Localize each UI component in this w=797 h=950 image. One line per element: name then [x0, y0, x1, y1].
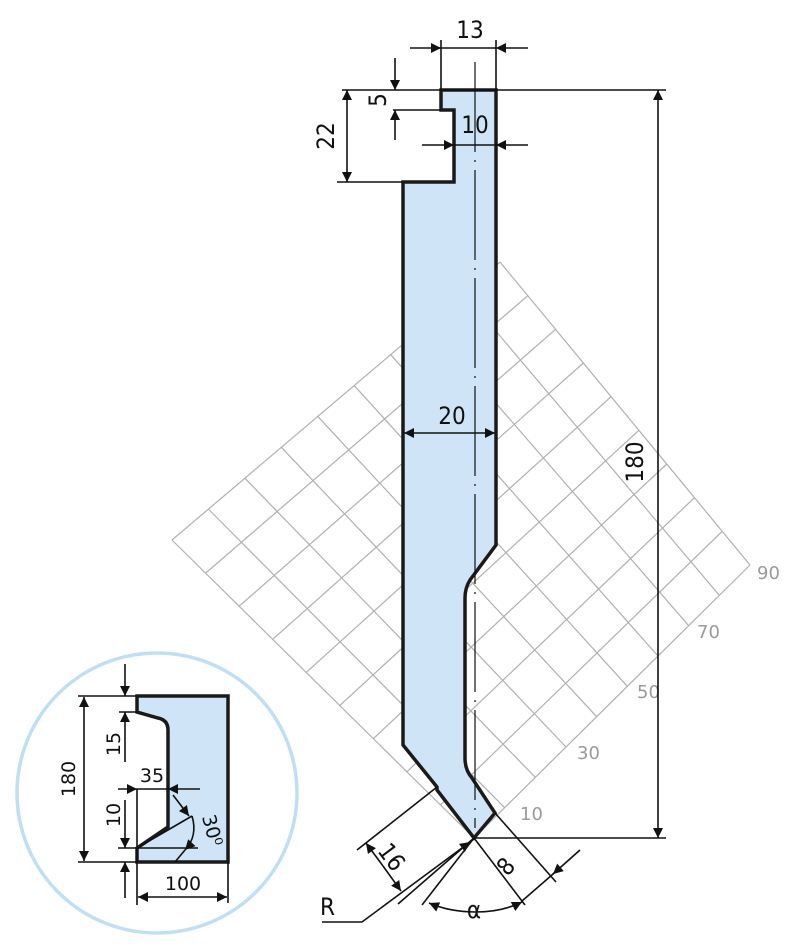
inset-detail: 180 15 35 10 30⁰ 100	[15, 651, 299, 935]
dim-top-width: 13	[410, 16, 528, 90]
svg-text:α: α	[467, 896, 481, 924]
dim-total-height: 180	[474, 90, 666, 839]
grid-line	[238, 328, 556, 607]
svg-text:16: 16	[372, 838, 411, 877]
grid-label-10: 10	[520, 804, 543, 825]
scale-grid	[171, 261, 751, 839]
dim-tip-width: 8	[491, 812, 581, 902]
inset-dim-depth: 35	[140, 765, 164, 787]
grid-label-90: 90	[757, 563, 780, 584]
grid-label-70: 70	[697, 622, 720, 643]
inset-dim-width: 100	[165, 873, 201, 895]
grid-line	[244, 477, 536, 778]
grid-line	[440, 530, 723, 806]
grid-label-50: 50	[637, 682, 660, 703]
svg-text:180: 180	[621, 441, 649, 482]
grid-label-30: 30	[577, 743, 600, 764]
svg-text:22: 22	[312, 122, 340, 149]
dim-body-width: 20	[404, 402, 495, 438]
grid-line	[473, 564, 751, 839]
svg-text:5: 5	[364, 93, 392, 107]
dim-tang-height: 22	[312, 90, 403, 183]
inset-dim-height: 180	[58, 761, 80, 797]
dim-tang-width: 10	[422, 111, 528, 150]
dim-angle: α	[421, 837, 526, 924]
svg-text:10: 10	[461, 111, 488, 139]
svg-text:13: 13	[456, 16, 483, 44]
inset-dim-top-offset: 15	[103, 732, 125, 756]
grid-line	[499, 261, 751, 566]
svg-text:20: 20	[438, 402, 465, 430]
dim-radius: R	[320, 841, 471, 923]
grid-line	[463, 292, 720, 596]
svg-text:8: 8	[491, 852, 521, 881]
grid-line	[171, 539, 475, 839]
dim-step-height: 5	[364, 58, 441, 140]
grid-line	[339, 429, 640, 706]
svg-text:R: R	[320, 893, 335, 921]
punch-profile	[401, 88, 498, 841]
inset-dim-bottom-offset: 10	[103, 803, 125, 827]
